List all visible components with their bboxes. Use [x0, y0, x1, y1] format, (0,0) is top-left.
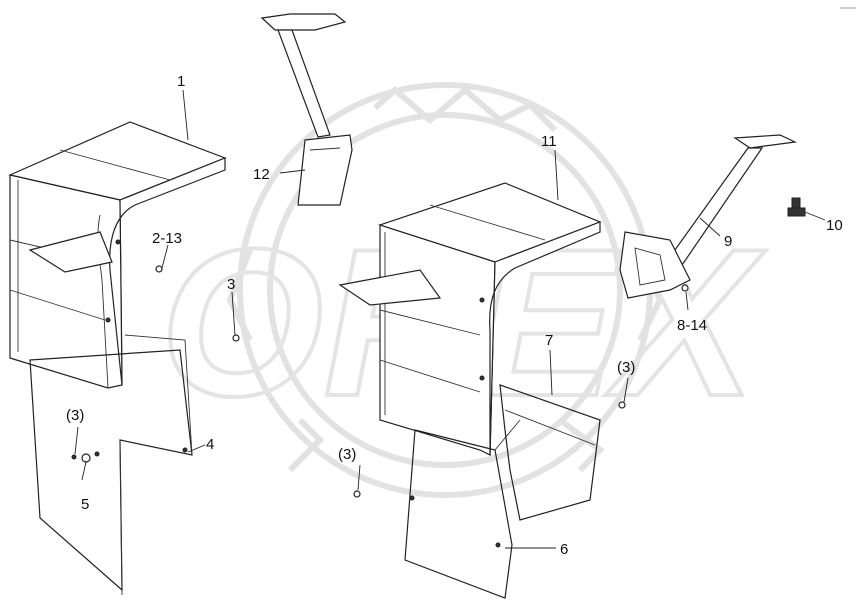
leader-lines — [74, 89, 826, 549]
label-11: 11 — [541, 133, 557, 150]
left-fender — [8, 121, 240, 389]
label-3: 3 — [227, 276, 235, 293]
bolt-10 — [787, 197, 806, 217]
callout-labels: 1 12 2-13 3 (3) 4 5 (3) 6 7 (3) 8-14 9 1… — [66, 73, 843, 558]
label-4: 4 — [206, 436, 214, 453]
bracket-12 — [260, 13, 353, 206]
left-mud-flap — [29, 334, 193, 596]
label-3-center: (3) — [338, 446, 356, 463]
label-7: 7 — [545, 332, 553, 349]
label-6: 6 — [560, 541, 568, 558]
label-10: 10 — [826, 217, 843, 234]
right-mud-flap — [353, 419, 521, 599]
bracket-9 — [619, 134, 798, 299]
plate-7 — [499, 384, 626, 521]
right-fender — [338, 182, 602, 456]
label-8-14: 8-14 — [677, 317, 707, 334]
label-3-left: (3) — [66, 407, 84, 424]
label-1: 1 — [177, 73, 185, 90]
label-3-right: (3) — [617, 359, 635, 376]
label-5: 5 — [81, 496, 89, 513]
label-2-13: 2-13 — [152, 230, 182, 247]
label-9: 9 — [724, 233, 732, 250]
label-12: 12 — [253, 166, 270, 183]
